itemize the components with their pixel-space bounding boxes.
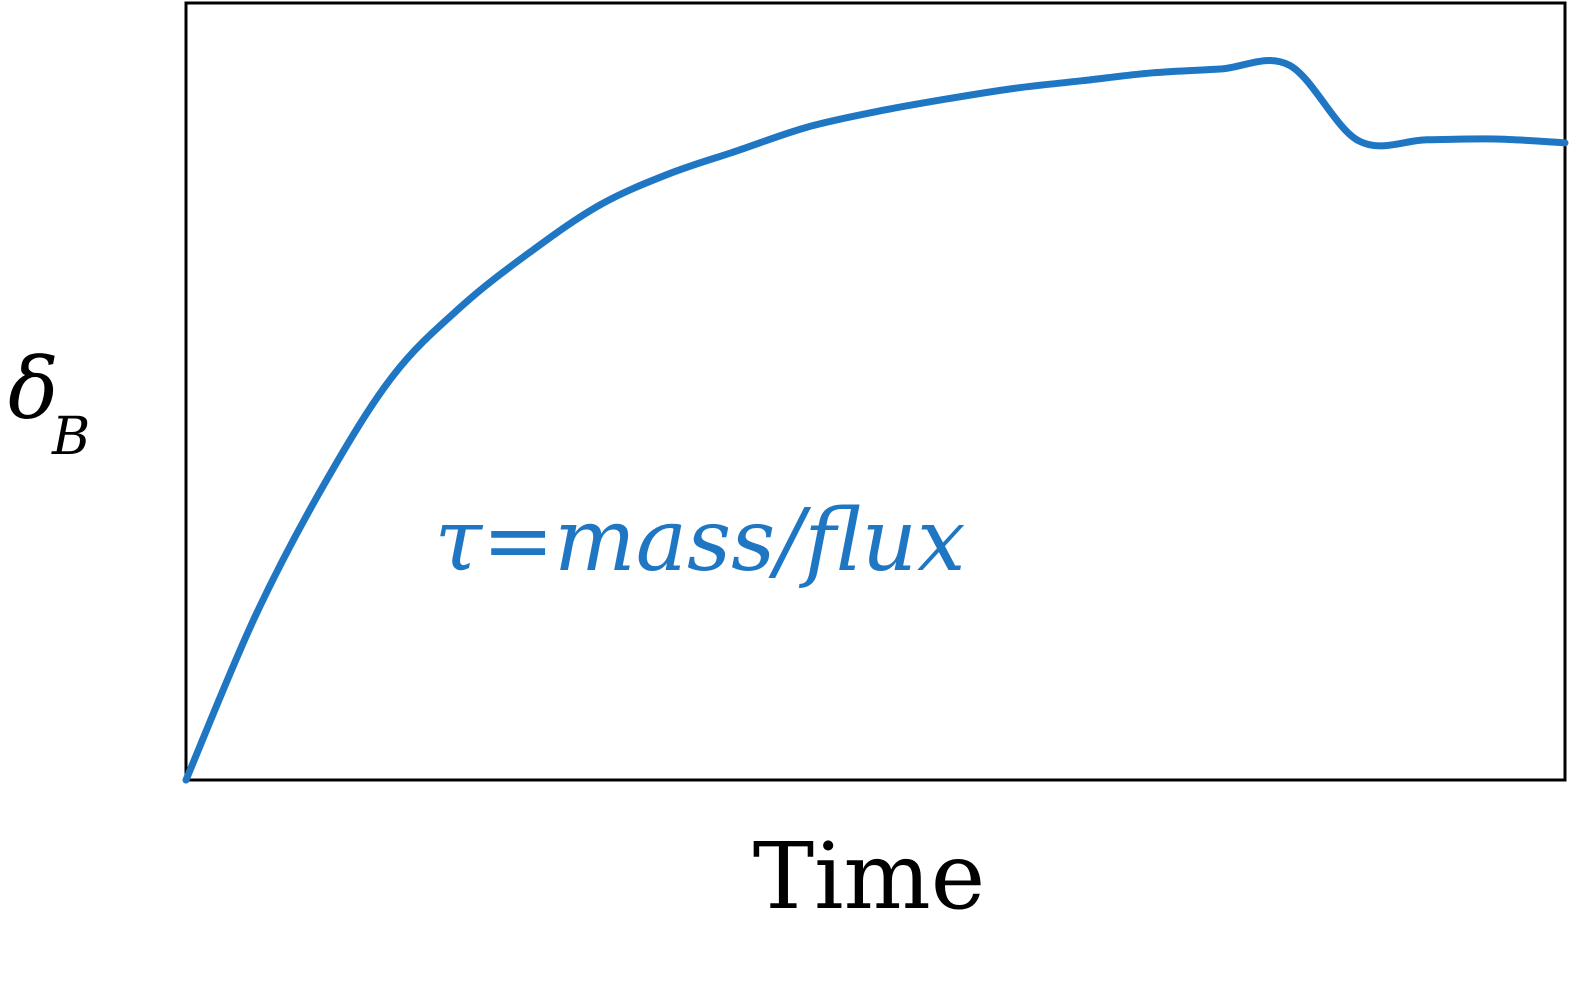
series-layer bbox=[182, 57, 1569, 784]
y-axis-label: δ B bbox=[8, 340, 90, 467]
y-axis-label-symbol: δ bbox=[8, 340, 59, 438]
y-axis-label-subscript: B bbox=[51, 407, 90, 467]
plot-frame bbox=[184, 1, 1567, 782]
x-axis-label: Time bbox=[753, 823, 985, 930]
series-line-0 bbox=[182, 57, 1569, 784]
annotation-tau: τ=mass/flux bbox=[435, 491, 966, 591]
